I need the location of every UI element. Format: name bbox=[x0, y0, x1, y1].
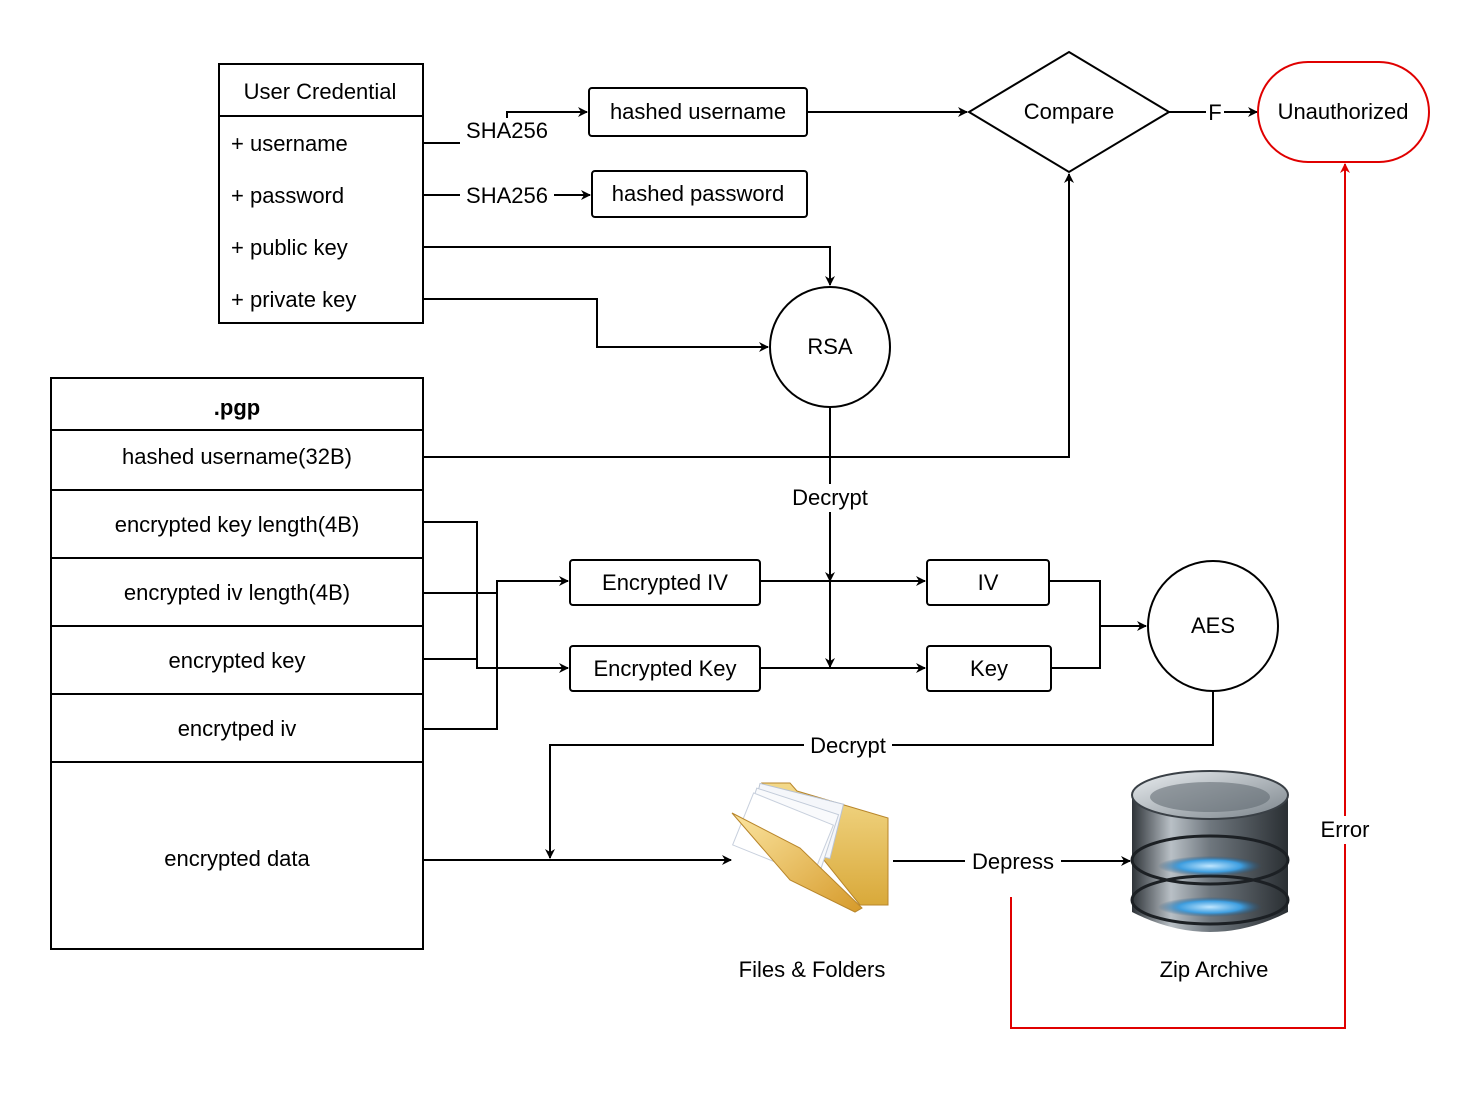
credential-field-private-key: + private key bbox=[231, 287, 356, 312]
edge-encrypted-iv-field bbox=[424, 593, 498, 730]
edge-public-key-rsa bbox=[424, 246, 835, 286]
node-iv-label: IV bbox=[978, 570, 999, 595]
node-key: Key bbox=[926, 645, 1052, 692]
edge-label-sha256-password: SHA256 bbox=[466, 183, 548, 208]
node-encrypted-iv-label: Encrypted IV bbox=[602, 570, 728, 595]
credential-field-public-key: + public key bbox=[231, 235, 348, 260]
edge-label-rsa-decrypt: Decrypt bbox=[792, 485, 868, 510]
pgp-table: .pgp hashed username(32B) encrypted key … bbox=[50, 377, 424, 950]
node-unauthorized-label: Unauthorized bbox=[1278, 99, 1409, 124]
node-hashed-username-label: hashed username bbox=[610, 99, 786, 124]
edge-label-depress: Depress bbox=[972, 849, 1054, 874]
pgp-title: .pgp bbox=[214, 395, 260, 420]
node-rsa-label: RSA bbox=[807, 334, 853, 359]
node-aes: AES bbox=[1147, 560, 1279, 692]
node-key-label: Key bbox=[970, 656, 1008, 681]
pgp-field-encrypted-iv-length: encrypted iv length(4B) bbox=[124, 580, 350, 605]
node-hashed-password: hashed password bbox=[591, 170, 808, 218]
pgp-field-encrypted-iv: encrytped iv bbox=[178, 716, 297, 741]
edge-label-compare-false: F bbox=[1208, 100, 1221, 125]
node-aes-label: AES bbox=[1191, 613, 1235, 638]
pgp-field-encrypted-key: encrypted key bbox=[169, 648, 306, 673]
edge-iv-length-encrypted-iv bbox=[424, 576, 569, 594]
edge-iv-aes bbox=[1049, 580, 1147, 631]
node-encrypted-key: Encrypted Key bbox=[569, 645, 761, 692]
database-archive-icon bbox=[1130, 770, 1290, 932]
pgp-field-encrypted-key-length: encrypted key length(4B) bbox=[115, 512, 360, 537]
credential-field-password: + password bbox=[231, 183, 344, 208]
node-encrypted-iv: Encrypted IV bbox=[569, 559, 761, 606]
edge-key-aes bbox=[1051, 626, 1101, 669]
edge-label-sha256-username: SHA256 bbox=[466, 118, 548, 143]
pgp-field-encrypted-data: encrypted data bbox=[164, 846, 310, 871]
node-encrypted-key-label: Encrypted Key bbox=[593, 656, 736, 681]
node-iv: IV bbox=[926, 559, 1050, 606]
edge-label-aes-decrypt: Decrypt bbox=[810, 733, 886, 758]
node-unauthorized: Unauthorized bbox=[1257, 61, 1430, 163]
edge-error-unauthorized bbox=[1010, 163, 1350, 1029]
files-folders-label: Files & Folders bbox=[739, 957, 886, 982]
credential-field-username: + username bbox=[231, 131, 348, 156]
user-credential-table: User Credential + username + password + … bbox=[218, 63, 424, 324]
edge-private-key-rsa bbox=[424, 298, 769, 352]
edge-label-error: Error bbox=[1321, 817, 1370, 842]
node-compare-label: Compare bbox=[1024, 99, 1114, 124]
pgp-field-hashed-username: hashed username(32B) bbox=[122, 444, 352, 469]
folder-icon bbox=[731, 782, 889, 913]
node-rsa: RSA bbox=[769, 286, 891, 408]
node-compare: Compare bbox=[967, 50, 1171, 174]
node-hashed-password-label: hashed password bbox=[612, 181, 784, 206]
zip-archive-label: Zip Archive bbox=[1160, 957, 1269, 982]
user-credential-title: User Credential bbox=[244, 79, 397, 104]
node-hashed-username: hashed username bbox=[588, 87, 808, 137]
edge-key-length-encrypted-key bbox=[424, 521, 569, 673]
edge-pgp-hashed-username-compare bbox=[424, 173, 1074, 458]
